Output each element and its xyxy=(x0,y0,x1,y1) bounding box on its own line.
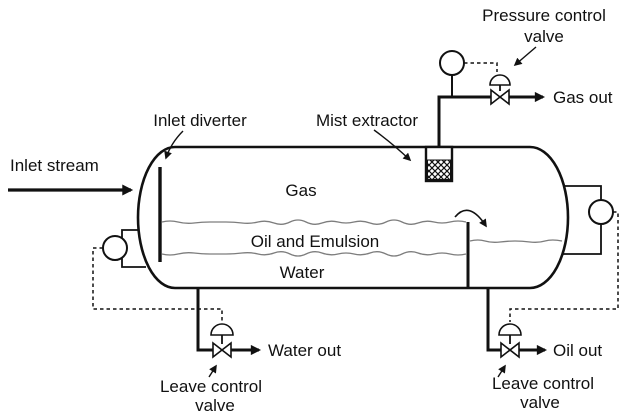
oil-signal-line xyxy=(509,211,619,322)
mist-extractor-label: Mist extractor xyxy=(316,111,418,130)
gas-phase-label: Gas xyxy=(285,181,316,200)
level-controller-right xyxy=(588,199,614,225)
inlet-stream-label: Inlet stream xyxy=(10,156,99,175)
vessel-body xyxy=(136,145,570,290)
pressure-control-valve-label-line1: Pressure control xyxy=(482,6,606,25)
water-outlet-pipe xyxy=(196,287,213,352)
water-control-valve xyxy=(210,323,234,359)
oil-water-interface-line xyxy=(161,251,467,257)
oil-control-valve xyxy=(498,323,522,359)
gas-oil-interface-line xyxy=(161,219,467,225)
inlet-diverter-pointer xyxy=(164,130,184,160)
gas-out-label: Gas out xyxy=(553,88,613,107)
level-controller-left xyxy=(102,235,128,261)
water-signal-line xyxy=(92,247,223,322)
mist-extractor-pointer xyxy=(373,129,412,162)
pressure-signal-line xyxy=(464,62,498,72)
water-valve-pointer xyxy=(208,364,217,378)
pressure-control-valve xyxy=(489,74,511,106)
water-phase-label: Water xyxy=(280,263,325,282)
gas-outlet-pipe xyxy=(437,95,491,147)
pressure-control-valve-label-line2: valve xyxy=(524,27,564,46)
water-leave-control-valve-label-line2: valve xyxy=(195,396,235,415)
pressure-valve-pointer xyxy=(513,46,537,67)
oil-emulsion-phase-label: Oil and Emulsion xyxy=(251,232,380,251)
water-out-label: Water out xyxy=(268,341,341,360)
oil-outlet-pipe xyxy=(486,287,501,352)
pressure-controller xyxy=(439,50,465,76)
oil-leave-control-valve-label-line2: valve xyxy=(520,393,560,412)
water-leave-control-valve-label-line1: Leave control xyxy=(160,377,262,396)
mist-extractor-box xyxy=(424,145,454,183)
oil-valve-pointer xyxy=(497,364,506,378)
oil-level-line xyxy=(469,239,563,243)
weir-overflow-arrow xyxy=(454,209,487,228)
inlet-diverter-label: Inlet diverter xyxy=(153,111,247,130)
oil-leave-control-valve-label-line1: Leave control xyxy=(492,374,594,393)
oil-out-label: Oil out xyxy=(553,341,602,360)
